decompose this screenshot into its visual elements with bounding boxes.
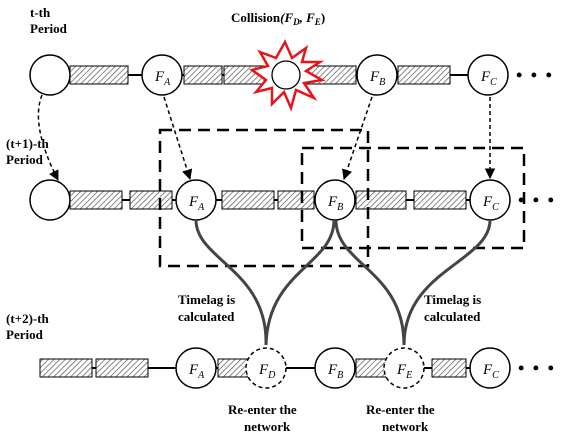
slot-block [431,358,467,378]
period-label-t2: (t+2)-th Period [6,311,50,342]
row-t1: FA FB FC • • • [29,179,556,221]
curve [264,219,336,346]
window-box-a [158,128,370,268]
row-t2: FA FD FB FE FC • • • [39,347,556,389]
svg-text:Re-enter the: Re-enter the [228,402,297,417]
arrow [163,96,193,181]
curve [402,219,492,346]
curve [194,219,268,346]
empty-node [29,54,71,96]
timelag-label-left: Timelag is calculated [178,292,235,324]
window-box-b [300,146,526,250]
node-fa: FA [175,347,217,389]
collision-burst-icon [249,39,326,112]
arrow [342,96,373,180]
slot-block [413,190,467,210]
timelag-curves [194,219,492,346]
curve [334,219,406,346]
slot-block [69,190,123,210]
slot-block [183,65,223,85]
mapping-arrows [37,94,496,181]
period-label-t1: (t+1)-th Period [6,136,50,167]
slot-block [69,65,129,85]
reenter-label-right: Re-enter the network [366,402,435,434]
ellipsis: • • • [518,358,556,378]
ellipsis: • • • [516,65,554,85]
svg-text:FB: FB [327,194,343,213]
ellipsis: • • • [518,190,556,210]
slot-block [39,358,93,378]
svg-text:FA: FA [188,362,205,381]
node-fd: FD [245,347,287,389]
slot-block [355,190,407,210]
node-fc: FC [469,347,511,389]
svg-text:FA: FA [154,69,171,88]
svg-text:Timelag is: Timelag is [424,292,481,307]
svg-text:Timelag is: Timelag is [178,292,235,307]
node-fe: FE [383,347,425,389]
node-fc: FC [467,54,509,96]
node-fa: FA [141,54,183,96]
node-fc: FC [469,179,511,221]
period-t-line2: Period [30,21,68,36]
empty-node [29,179,71,221]
node-fa: FA [175,179,217,221]
svg-text:network: network [382,419,429,434]
period-t2-line2: Period [6,327,44,342]
slot-block [129,190,173,210]
svg-text:FB: FB [327,362,343,381]
period-label-t: t-th Period [30,5,68,36]
reenter-label-left: Re-enter the network [228,402,297,434]
row-t: FA FB FC • • • [29,39,554,112]
svg-text:calculated: calculated [178,309,235,324]
slot-block [221,190,275,210]
period-t2-line1: (t+2)-th [6,311,50,326]
node-fb: FB [314,179,356,221]
svg-text:FB: FB [369,69,385,88]
arrow [37,94,59,181]
svg-text:calculated: calculated [424,309,481,324]
svg-text:FC: FC [482,362,499,381]
slot-block [277,190,315,210]
node-fb: FB [356,54,398,96]
timelag-label-right: Timelag is calculated [424,292,481,324]
svg-text:FE: FE [396,362,412,381]
svg-text:FC: FC [480,69,497,88]
period-t1-line1: (t+1)-th [6,136,50,151]
collision-label: Collision(FD, FE) [231,10,325,27]
svg-text:network: network [244,419,291,434]
slot-block [397,65,451,85]
slot-block [95,358,149,378]
slot-block [217,358,249,378]
svg-text:FD: FD [258,362,276,381]
period-t-line1: t-th [30,5,51,20]
svg-text:Re-enter the: Re-enter the [366,402,435,417]
svg-text:FC: FC [482,194,499,213]
period-t1-line2: Period [6,152,44,167]
svg-text:FA: FA [188,194,205,213]
node-fb: FB [314,347,356,389]
slot-block [355,358,387,378]
